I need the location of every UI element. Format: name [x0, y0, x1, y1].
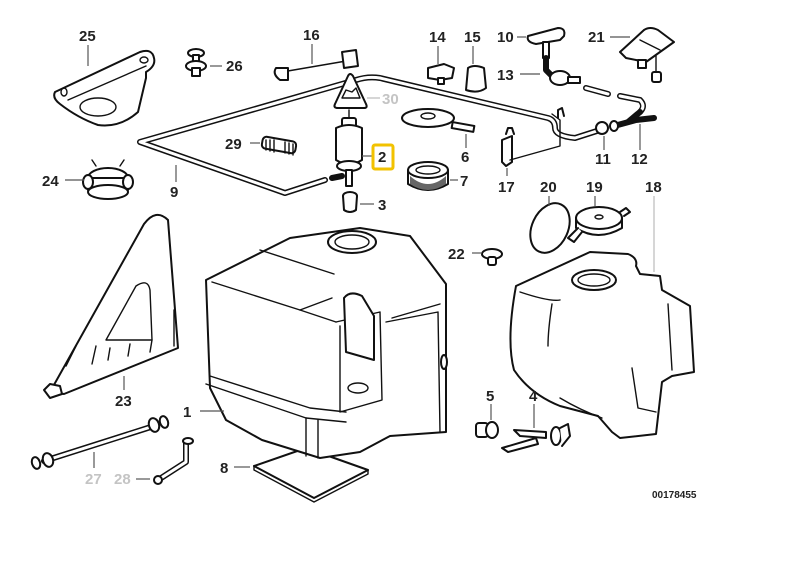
part-2-washer-pump[interactable] — [329, 109, 363, 187]
part-19-filler-cap[interactable] — [567, 206, 631, 243]
label-4[interactable]: 4 — [529, 388, 538, 405]
part-13-check-valve[interactable] — [543, 55, 581, 86]
part-7-filter[interactable] — [407, 161, 449, 191]
label-8[interactable]: 8 — [220, 460, 228, 477]
label-23[interactable]: 23 — [115, 393, 132, 410]
part-17-support-bracket[interactable] — [501, 107, 565, 167]
label-19[interactable]: 19 — [586, 179, 603, 196]
part-27-filler-pipe[interactable] — [30, 415, 170, 470]
label-15[interactable]: 15 — [464, 29, 481, 46]
diagram-reference-number: 00178455 — [652, 490, 697, 501]
part-5-rubber-grommet[interactable] — [475, 421, 499, 439]
label-20[interactable]: 20 — [540, 179, 557, 196]
label-7[interactable]: 7 — [460, 173, 468, 190]
part-14-hose-holder[interactable] — [427, 63, 455, 85]
part-9-hose-line[interactable] — [137, 74, 603, 196]
part-23-mounting-bracket[interactable] — [43, 213, 179, 399]
label-16[interactable]: 16 — [303, 27, 320, 44]
label-5[interactable]: 5 — [486, 388, 494, 405]
part-4-level-sensor[interactable] — [501, 423, 571, 453]
label-1[interactable]: 1 — [183, 404, 191, 421]
part-12-y-connector[interactable] — [609, 109, 657, 132]
label-30[interactable]: 30 — [382, 91, 399, 108]
label-3[interactable]: 3 — [378, 197, 386, 214]
part-30-warning-label[interactable] — [333, 73, 368, 109]
label-14[interactable]: 14 — [429, 29, 446, 46]
part-11-hose-clip[interactable] — [595, 121, 609, 135]
part-3-grommet[interactable] — [342, 191, 358, 213]
label-6[interactable]: 6 — [461, 149, 469, 166]
part-1-washer-fluid-reservoir[interactable] — [205, 227, 448, 459]
part-21-heated-nozzle[interactable] — [619, 27, 675, 83]
part-18-reservoir-extension[interactable] — [509, 251, 695, 439]
label-9[interactable]: 9 — [170, 184, 178, 201]
label-27[interactable]: 27 — [85, 471, 102, 488]
part-15-clamp[interactable] — [465, 65, 487, 93]
part-22-plug[interactable] — [481, 248, 503, 266]
label-11[interactable]: 11 — [595, 151, 611, 168]
label-12[interactable]: 12 — [631, 151, 648, 168]
label-13[interactable]: 13 — [497, 67, 514, 84]
label-29[interactable]: 29 — [225, 136, 242, 153]
part-28-elbow-connector[interactable] — [153, 437, 194, 485]
label-21[interactable]: 21 — [588, 29, 605, 46]
connecting-hose[interactable] — [583, 85, 646, 115]
part-26-expanding-rivet[interactable] — [185, 48, 207, 77]
part-29-hose-connector[interactable] — [260, 135, 298, 156]
part-10-spray-nozzle[interactable] — [526, 27, 566, 59]
label-24[interactable]: 24 — [42, 173, 59, 190]
label-25[interactable]: 25 — [79, 28, 96, 45]
label-2[interactable]: 2 — [378, 149, 386, 166]
label-22[interactable]: 22 — [448, 246, 465, 263]
label-18[interactable]: 18 — [645, 179, 662, 196]
part-8-pad[interactable] — [253, 447, 369, 503]
part-24-cap-clip[interactable] — [82, 159, 134, 200]
highlight-box-2 — [371, 143, 395, 171]
part-16-hose-bracket[interactable] — [273, 49, 359, 81]
label-17[interactable]: 17 — [498, 179, 515, 196]
label-10[interactable]: 10 — [497, 29, 514, 46]
part-6-cable-strap[interactable] — [401, 108, 476, 133]
label-28[interactable]: 28 — [114, 471, 131, 488]
label-26[interactable]: 26 — [226, 58, 243, 75]
part-20-seal-cap[interactable] — [523, 197, 578, 259]
part-25-bracket-plate[interactable] — [53, 49, 156, 127]
